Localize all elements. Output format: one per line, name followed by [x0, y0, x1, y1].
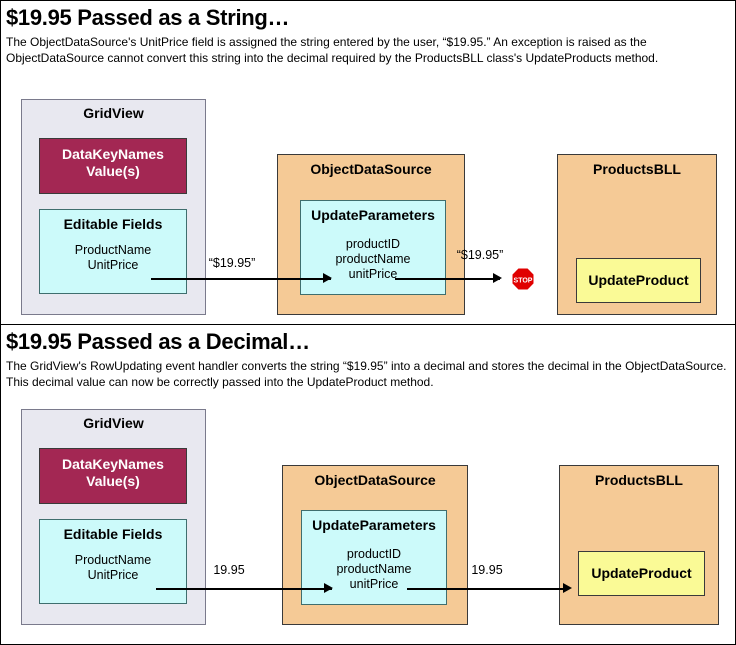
updateparameters-title: UpdateParameters [311, 207, 435, 223]
updateparameters-title: UpdateParameters [312, 517, 436, 533]
objectdatasource-title: ObjectDataSource [310, 161, 432, 177]
diagram-string: GridView DataKeyNames Value(s) Editable … [1, 1, 735, 324]
gridview-title: GridView [83, 415, 144, 431]
editable-fields-list: ProductName UnitPrice [40, 553, 186, 583]
section-title: $19.95 Passed as a Decimal… [6, 329, 310, 354]
arrow-ods-to-bll-label: 19.95 [471, 563, 503, 577]
editable-fields-box: Editable Fields ProductName UnitPrice [39, 209, 187, 294]
arrow-gridview-to-ods-line [156, 588, 332, 590]
editable-fields-title: Editable Fields [63, 216, 163, 232]
arrow-gridview-to-ods-label: “$19.95” [208, 256, 256, 270]
updateparameters-box: UpdateParameters productID productName u… [300, 200, 446, 295]
updateparameters-list: productID productName unitPrice [302, 547, 446, 592]
editable-fields-title: Editable Fields [63, 526, 163, 542]
editable-fields-list: ProductName UnitPrice [40, 243, 186, 273]
section-description: The ObjectDataSource's UnitPrice field i… [6, 35, 659, 65]
section-divider [1, 324, 735, 325]
editable-field-item: ProductName [74, 243, 152, 257]
updateparameter-item: productID [345, 237, 401, 251]
gridview-title: GridView [83, 105, 144, 121]
datakeynames-line2: Value(s) [86, 163, 140, 179]
productsbll-title: ProductsBLL [595, 472, 683, 488]
datakeynames-line1: DataKeyNames [62, 456, 164, 472]
editable-field-item: UnitPrice [87, 568, 139, 582]
arrow-ods-to-bll-head [493, 273, 502, 283]
updateproduct-box: UpdateProduct [578, 551, 705, 596]
section-description: The GridView's RowUpdating event handler… [6, 359, 727, 389]
stop-sign-text: STOP [514, 278, 533, 285]
diagram-decimal: GridView DataKeyNames Value(s) Editable … [1, 325, 735, 644]
updateproduct-label: UpdateProduct [591, 565, 692, 581]
datakeynames-box: DataKeyNames Value(s) [39, 138, 187, 194]
productsbll-box: ProductsBLL [559, 465, 719, 625]
updateparameter-item: productID [346, 547, 402, 561]
editable-field-item: UnitPrice [87, 258, 139, 272]
updateparameter-item: unitPrice [349, 577, 399, 591]
datakeynames-box: DataKeyNames Value(s) [39, 448, 187, 504]
objectdatasource-title: ObjectDataSource [314, 472, 436, 488]
updateparameter-item: productName [336, 562, 412, 576]
arrow-gridview-to-ods-line [151, 278, 331, 280]
stop-sign-icon: STOP [511, 267, 535, 291]
updateproduct-label: UpdateProduct [588, 272, 689, 288]
arrow-gridview-to-ods-head [323, 273, 332, 283]
datakeynames-title: DataKeyNames Value(s) [40, 146, 186, 180]
updateparameters-list: productID productName unitPrice [301, 237, 445, 282]
arrow-gridview-to-ods-head [324, 583, 333, 593]
updateparameter-item: unitPrice [348, 267, 398, 281]
section-passed-as-string: $19.95 Passed as a String… The ObjectDat… [1, 1, 735, 324]
arrow-ods-to-bll-label: “$19.95” [456, 248, 504, 262]
datakeynames-line2: Value(s) [86, 473, 140, 489]
section-title: $19.95 Passed as a String… [6, 5, 290, 30]
arrow-gridview-to-ods-label: 19.95 [213, 563, 245, 577]
arrow-ods-to-bll-line [407, 588, 567, 590]
updateproduct-box: UpdateProduct [576, 258, 701, 303]
datakeynames-title: DataKeyNames Value(s) [40, 456, 186, 490]
editable-field-item: ProductName [74, 553, 152, 567]
productsbll-title: ProductsBLL [593, 161, 681, 177]
datakeynames-line1: DataKeyNames [62, 146, 164, 162]
arrow-ods-to-bll-head [563, 583, 572, 593]
updateparameter-item: productName [335, 252, 411, 266]
section-passed-as-decimal: $19.95 Passed as a Decimal… The GridView… [1, 325, 735, 644]
updateparameters-box: UpdateParameters productID productName u… [301, 510, 447, 605]
editable-fields-box: Editable Fields ProductName UnitPrice [39, 519, 187, 604]
arrow-ods-to-bll-line [395, 278, 500, 280]
